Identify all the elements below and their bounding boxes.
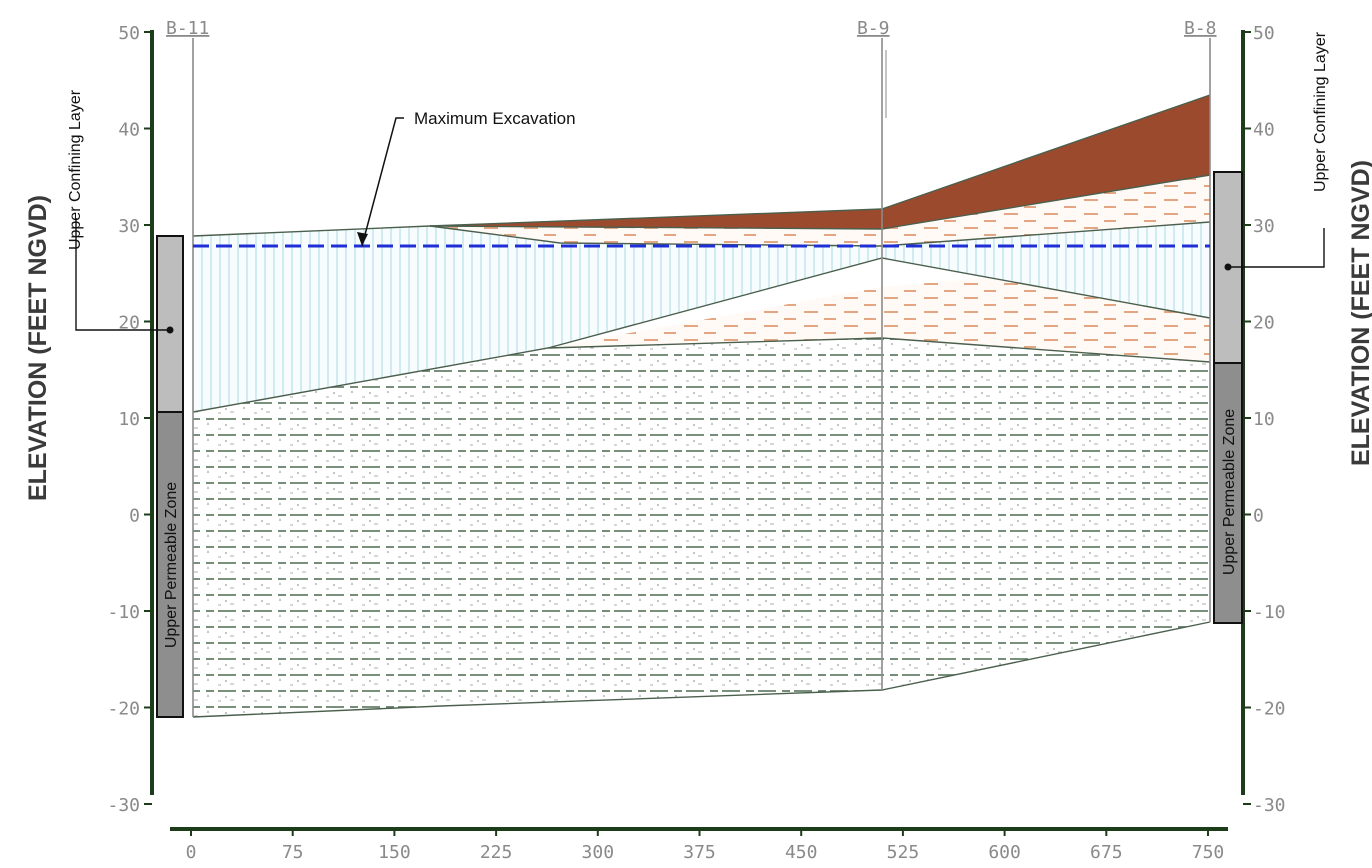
soil-layers — [193, 95, 1210, 717]
x-tick-label: 750 — [1192, 842, 1225, 863]
right-y-tick-label: 0 — [1253, 506, 1264, 527]
left-y-tick-label: -20 — [107, 699, 140, 720]
left-y-tick-label: 0 — [129, 506, 140, 527]
x-tick-label: 150 — [378, 842, 411, 863]
upper-sand-layer — [430, 175, 1210, 246]
right-permeable-zone-label: Upper Permeable Zone — [1221, 409, 1238, 575]
left-y-tick-label: 10 — [118, 409, 140, 430]
right-confining-callout: Upper Confining Layer — [1224, 31, 1329, 271]
left-y-tick-label: 20 — [118, 313, 140, 334]
silt-layer — [193, 338, 1210, 717]
left-confining-label: Upper Confining Layer — [67, 89, 84, 250]
x-tick-label: 675 — [1090, 842, 1123, 863]
left-y-tick-label: 40 — [118, 120, 140, 141]
left-y-tick-label: 50 — [118, 23, 140, 44]
right-confining-label: Upper Confining Layer — [1312, 31, 1329, 192]
left-permeable-zone-label: Upper Permeable Zone — [163, 482, 180, 648]
left-y-tick-label: -10 — [107, 602, 140, 623]
right-y-tick-label: -30 — [1253, 795, 1286, 816]
x-tick-label: 0 — [186, 842, 197, 863]
distance-axis: 0 75 150 225 300 375 450 525 600 675 750 — [170, 827, 1228, 863]
left-y-tick-label: 30 — [118, 216, 140, 237]
right-y-tick-label: -10 — [1253, 602, 1286, 623]
x-tick-label: 525 — [887, 842, 920, 863]
right-elevation-axis: 50 40 30 20 10 0 -10 -20 -30 — [1241, 23, 1286, 816]
x-tick-label: 375 — [683, 842, 716, 863]
right-y-tick-label: 40 — [1253, 120, 1275, 141]
right-elevation-title: ELEVATION (FEET NGVD) — [1347, 160, 1372, 466]
x-tick-label: 225 — [480, 842, 513, 863]
max-excavation-callout: Maximum Excavation — [357, 109, 576, 247]
clay-layer — [193, 220, 1210, 412]
left-permeable-zone-bar — [156, 411, 184, 718]
right-y-tick-label: 30 — [1253, 216, 1275, 237]
left-confining-layer-bar — [156, 235, 184, 413]
boring-label-b9: B-9 — [857, 18, 890, 39]
boring-label-b11: B-11 — [166, 18, 209, 39]
fill-layer — [430, 95, 1210, 229]
boring-label-b8: B-8 — [1184, 18, 1217, 39]
left-elevation-title: ELEVATION (FEET NGVD) — [24, 195, 52, 501]
boring-lines — [192, 38, 1211, 717]
x-tick-label: 300 — [582, 842, 615, 863]
x-tick-label: 600 — [988, 842, 1021, 863]
right-permeable-zone-bar — [1213, 362, 1243, 624]
right-y-tick-label: 20 — [1253, 313, 1275, 334]
right-y-tick-label: 10 — [1253, 409, 1275, 430]
left-y-tick-label: -30 — [107, 795, 140, 816]
x-tick-label: 75 — [282, 842, 304, 863]
right-y-tick-label: 50 — [1253, 23, 1275, 44]
x-tick-label: 450 — [785, 842, 818, 863]
left-confining-callout: Upper Confining Layer — [67, 89, 174, 334]
max-excavation-label: Maximum Excavation — [414, 109, 576, 128]
right-y-tick-label: -20 — [1253, 699, 1286, 720]
left-elevation-axis: 50 40 30 20 10 0 -10 -20 -30 — [107, 23, 154, 816]
